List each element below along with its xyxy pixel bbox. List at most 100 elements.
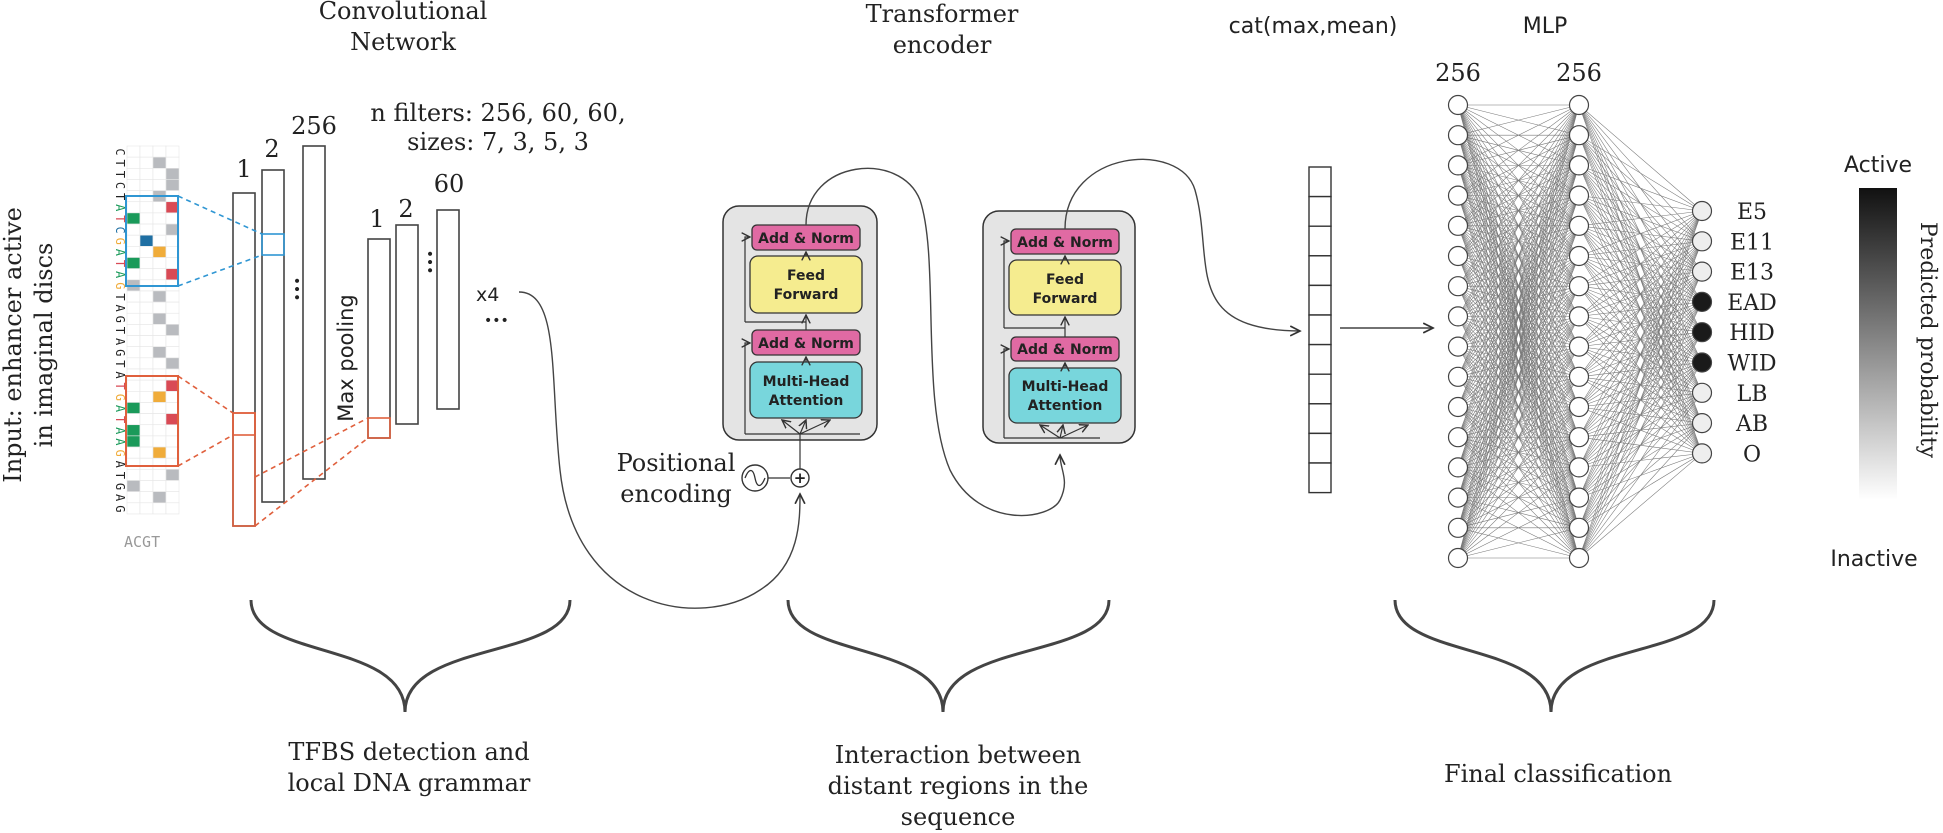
block1-to-block2-curve (805, 167, 1064, 517)
mlp-node-layer1 (1447, 94, 1469, 116)
mlp-node-layer1 (1447, 517, 1469, 538)
sequence-letter: A (113, 494, 127, 502)
onehot-cell (126, 301, 141, 314)
mlp-edge (1578, 210, 1703, 528)
onehot-cell (152, 402, 167, 414)
pooled-map-1 (367, 238, 391, 439)
cnn-layer-label-2: 2 (264, 135, 279, 163)
block1-attn-label-1: Multi-Head (763, 374, 850, 390)
sequence-letter: G (113, 238, 127, 245)
sequence-letter: T (113, 293, 127, 300)
mlp-node-layer2 (1568, 185, 1590, 206)
onehot-cell (139, 379, 154, 392)
onehot-cell (126, 324, 141, 336)
mlp-edge (1578, 195, 1703, 212)
onehot-cell (152, 469, 167, 481)
mlp-node-layer2 (1568, 155, 1590, 176)
cnn-title-line2: Network (350, 28, 456, 56)
onehot-cell (152, 457, 167, 470)
mlp-node-layer1 (1447, 215, 1469, 236)
output-label: HID (1729, 321, 1775, 346)
mlp-edge (1578, 104, 1703, 212)
sequence-letter: G (113, 349, 127, 356)
pooling-section: cat(max,mean) (1229, 14, 1433, 494)
block1-add-norm-bottom-label: Add & Norm (758, 336, 854, 352)
mlp-edge (1457, 165, 1580, 559)
onehot-cell (152, 234, 167, 247)
onehot-cell (139, 257, 154, 269)
cnn-title-line1: Convolutional (319, 0, 488, 25)
ellipsis-maps: ••• (288, 277, 304, 302)
mlp-layer2-label: 256 (1556, 59, 1602, 87)
brace-cnn (249, 599, 572, 713)
pooled-map-1-red-cell (367, 417, 391, 439)
onehot-cell (152, 390, 167, 403)
output-node (1691, 200, 1713, 222)
block1-ff-label-2: Forward (774, 287, 839, 303)
sequence-letter: A (113, 338, 127, 346)
mlp-edge (1578, 210, 1703, 438)
onehot-cell (139, 156, 154, 169)
conv-map-2-blue-cell (261, 233, 285, 256)
pooling-label: cat(max,mean) (1229, 14, 1398, 39)
onehot-cell (165, 145, 180, 158)
mlp-edge (1457, 104, 1580, 468)
onehot-cell (165, 312, 180, 325)
sequence-letter: T (113, 416, 127, 423)
mlp-node-layer2 (1568, 94, 1590, 116)
sequence-letter: C (113, 182, 127, 189)
onehot-cell (165, 179, 180, 191)
onehot-cell (152, 301, 167, 314)
mlp-node-layer2 (1568, 245, 1590, 267)
mlp-edge (1578, 332, 1703, 559)
onehot-cell (139, 168, 154, 180)
mlp-node-layer2 (1568, 215, 1590, 236)
output-label: WID (1728, 352, 1777, 377)
alphabet-label: ACGT (124, 533, 160, 551)
onehot-cell (126, 168, 141, 180)
red-window (125, 375, 179, 467)
braces: TFBS detection and local DNA grammar Int… (249, 599, 1716, 831)
mlp-edge (1578, 134, 1703, 212)
output-node (1691, 382, 1713, 403)
mlp-edge (1457, 104, 1580, 136)
conv-map-2 (261, 169, 285, 503)
onehot-cell (126, 469, 141, 481)
mlp-edge (1457, 135, 1580, 559)
input-section: Input: enhancer active in imaginal discs… (0, 145, 180, 551)
onehot-cell (165, 324, 180, 336)
mlp-node-layer2 (1568, 457, 1590, 478)
onehot-cell (152, 290, 167, 303)
mlp-edge (1578, 210, 1703, 317)
brace-tr-line2: distant regions in the (828, 772, 1089, 800)
block2-attn-label-1: Multi-Head (1022, 379, 1109, 395)
brace-cnn-line2: local DNA grammar (288, 769, 531, 797)
sequence-letter: A (113, 461, 127, 469)
mlp-node-layer1 (1447, 457, 1469, 478)
red-dash-top (177, 375, 234, 414)
sequence-letter: G (113, 282, 127, 289)
mlp-edge (1457, 286, 1580, 559)
mlp-node-layer2 (1568, 487, 1590, 508)
blue-dash-top (177, 195, 263, 235)
onehot-cell (126, 179, 141, 191)
onehot-cell (152, 502, 167, 515)
onehot-cell (165, 346, 180, 359)
onehot-cell (126, 223, 141, 236)
positional-line1: Positional (617, 449, 736, 477)
mlp-edge (1578, 271, 1703, 559)
output-node (1691, 352, 1713, 373)
onehot-cell (139, 145, 154, 158)
mlp-edge (1457, 255, 1580, 559)
sequence-letter: A (113, 271, 127, 279)
onehot-cell (126, 312, 141, 325)
mlp-node-layer2 (1568, 366, 1590, 387)
blue-dash-bottom (177, 254, 263, 287)
onehot-cell (165, 301, 180, 314)
pooled-vector (1308, 166, 1332, 494)
ellipsis-repeat: ••• (484, 313, 509, 329)
mlp-node-layer2 (1568, 276, 1590, 297)
